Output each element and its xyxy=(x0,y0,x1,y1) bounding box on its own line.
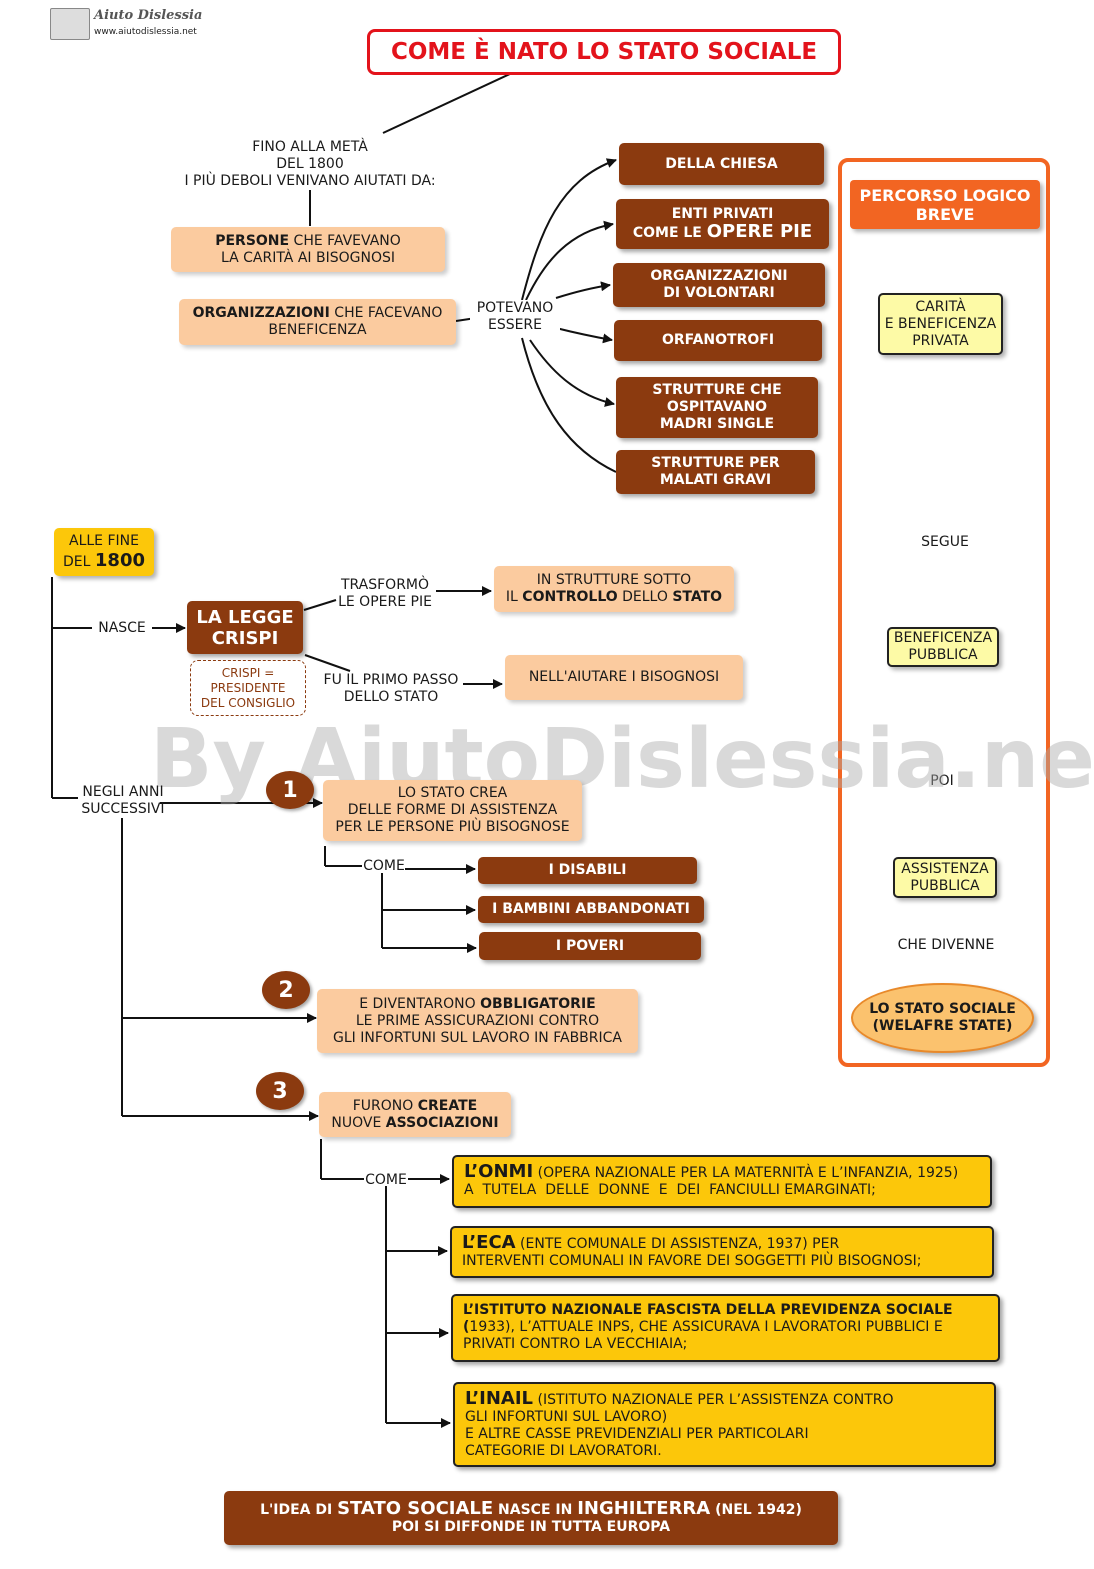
logo-url: www.aiutodislessia.net xyxy=(94,27,197,37)
assicurazioni-box: E DIVENTARONO OBBLIGATORIE LE PRIME ASSI… xyxy=(317,989,638,1053)
sidebar-step-beneficenza: BENEFICENZA PUBBLICA xyxy=(887,627,999,667)
trasformo-label: TRASFORMÒ LE OPERE PIE xyxy=(338,577,432,610)
fine-1800-box: ALLE FINE DEL 1800 xyxy=(54,528,154,576)
beneficiario-disabili: I DISABILI xyxy=(478,857,697,884)
footer-box: L'IDEA DI STATO SOCIALE NASCE IN INGHILT… xyxy=(224,1491,838,1545)
come-label-2: COME xyxy=(365,1172,407,1188)
intro-text: FINO ALLA METÀ DEL 1800 I PIÙ DEBOLI VEN… xyxy=(184,139,436,189)
crispi-note: CRISPI = PRESIDENTE DEL CONSIGLIO xyxy=(190,660,306,716)
logo-brand: Aiuto Dislessia xyxy=(94,8,203,23)
sidebar-link-divenne: CHE DIVENNE xyxy=(897,937,995,953)
org-type-malati-gravi: STRUTTURE PER MALATI GRAVI xyxy=(616,450,815,494)
org-type-chiesa: DELLA CHIESA xyxy=(619,143,824,185)
stato-crea-box: LO STATO CREA DELLE FORME DI ASSISTENZA … xyxy=(323,780,582,841)
book-icon xyxy=(50,8,90,40)
org-type-madri-single: STRUTTURE CHE OSPITAVANO MADRI SINGLE xyxy=(616,377,818,438)
ente-inps: L’ISTITUTO NAZIONALE FASCISTA DELLA PREV… xyxy=(451,1294,1000,1362)
org-type-enti-privati: ENTI PRIVATI COME LE OPERE PIE xyxy=(616,199,829,249)
sidebar-result: LO STATO SOCIALE (WELAFRE STATE) xyxy=(851,983,1034,1053)
step-1-badge: 1 xyxy=(266,771,314,809)
step-2-badge: 2 xyxy=(262,971,310,1009)
associazioni-box: FURONO CREATE NUOVE ASSOCIAZIONI xyxy=(319,1092,511,1137)
legge-crispi-box: LA LEGGE CRISPI xyxy=(187,601,303,654)
sidebar-step-carita: CARITÀ E BENEFICENZA PRIVATA xyxy=(878,293,1003,355)
beneficiario-poveri: I POVERI xyxy=(479,932,701,960)
org-type-orfanotrofi: ORFANOTROFI xyxy=(614,320,822,361)
ente-eca: L’ECA (ENTE COMUNALE DI ASSISTENZA, 1937… xyxy=(450,1226,994,1278)
strutture-controllo-box: IN STRUTTURE SOTTO IL CONTROLLO DELLO ST… xyxy=(494,566,734,612)
ente-onmi: L’ONMI (OPERA NAZIONALE PER LA MATERNITÀ… xyxy=(452,1155,992,1208)
sidebar-header: PERCORSO LOGICO BREVE xyxy=(850,180,1040,229)
sidebar-link-poi: POI xyxy=(915,773,969,790)
nasce-label: NASCE xyxy=(92,620,152,637)
beneficiario-bambini: I BAMBINI ABBANDONATI xyxy=(478,896,704,923)
primo-passo-label: FU IL PRIMO PASSO DELLO STATO xyxy=(323,672,459,705)
potevano-label: POTEVANO ESSERE xyxy=(470,300,560,334)
negli-anni-label: NEGLI ANNI SUCCESSIVI xyxy=(81,784,165,817)
logo: Aiuto Dislessia www.aiutodislessia.net xyxy=(50,6,210,42)
sidebar-step-assistenza: ASSISTENZA PUBBLICA xyxy=(893,857,997,898)
ente-inail: L’INAIL (ISTITUTO NAZIONALE PER L’ASSIST… xyxy=(453,1382,996,1467)
aiutare-bisognosi-box: NELL'AIUTARE I BISOGNOSI xyxy=(505,655,743,700)
sidebar-link-segue: SEGUE xyxy=(905,534,985,551)
org-type-volontari: ORGANIZZAZIONI DI VOLONTARI xyxy=(613,263,825,307)
come-label-1: COME xyxy=(363,858,405,874)
organizzazioni-box: ORGANIZZAZIONI CHE FACEVANO BENEFICENZA xyxy=(179,299,456,345)
persone-box: PERSONE CHE FAVEVANO LA CARITÀ AI BISOGN… xyxy=(171,227,445,272)
page-title: COME È NATO LO STATO SOCIALE xyxy=(367,29,841,75)
step-3-badge: 3 xyxy=(256,1072,304,1110)
